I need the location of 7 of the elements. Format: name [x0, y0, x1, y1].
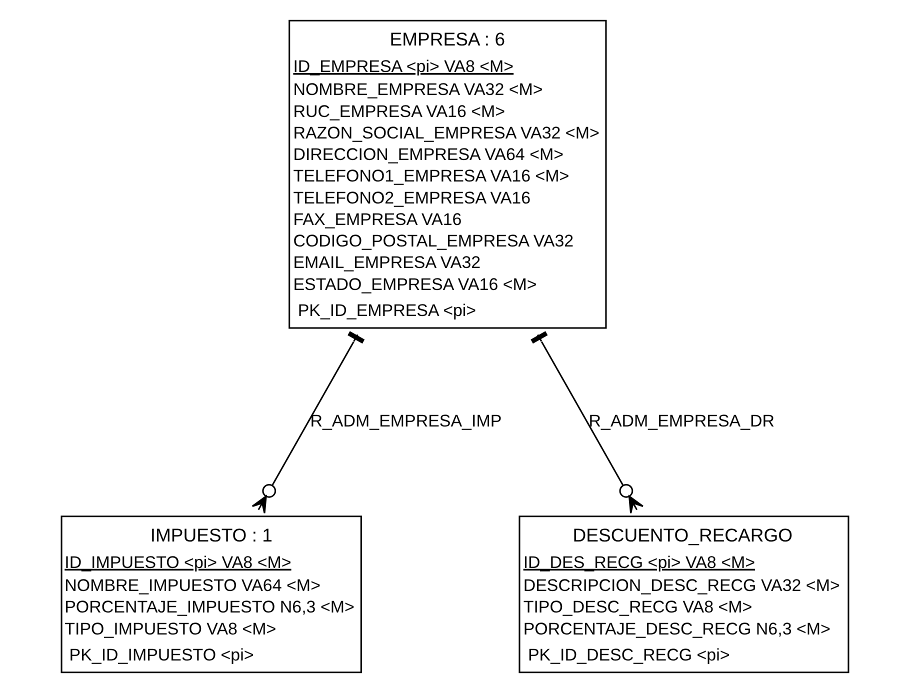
- edge-label: R_ADM_EMPRESA_DR: [588, 412, 775, 431]
- connector: [252, 331, 365, 514]
- edge-label: R_ADM_EMPRESA_IMP: [310, 412, 502, 431]
- node-box: IMPUESTO : 1 ID_IMPUESTO <pi> VA8 <M> NOMBRE_IMPUESTO VA64 <M> PORCENTAJE_IMPUESTO N6,3 <M> TIPO_IMPUESTO VA8 <M> PK_ID_IMPUESTO <pi>: [60, 516, 362, 674]
- node-box: EMPRESA : 6 ID_EMPRESA <pi> VA8 <M> NOMBRE_EMPRESA VA32 <M> RUC_EMPRESA VA16 <M> RAZON_SOCIAL_EMPRESA VA32 <M> DIRECCION_EMPRESA VA64 <M> TELEFONO1_EMPRESA VA16 <M> TELEFONO2_EMPRESA VA16 FAX_EMPRESA VA16 CODIGO_POSTAL_EMPRESA VA32 EMAIL_EMPRESA VA32 ESTADO_EMPRESA VA16 <M> PK_ID_EMPRESA <pi>: [288, 20, 607, 329]
- node-box: DESCUENTO_RECARGO ID_DES_RECG <pi> VA8 <M> DESCRIPCION_DESC_RECG VA32 <M> TIPO_DESC_RECG VA8 <M> PORCENTAJE_DESC_RECG N6,3 <M> PK_ID_DESC_RECG <pi>: [518, 516, 850, 674]
- connector: [530, 331, 644, 514]
